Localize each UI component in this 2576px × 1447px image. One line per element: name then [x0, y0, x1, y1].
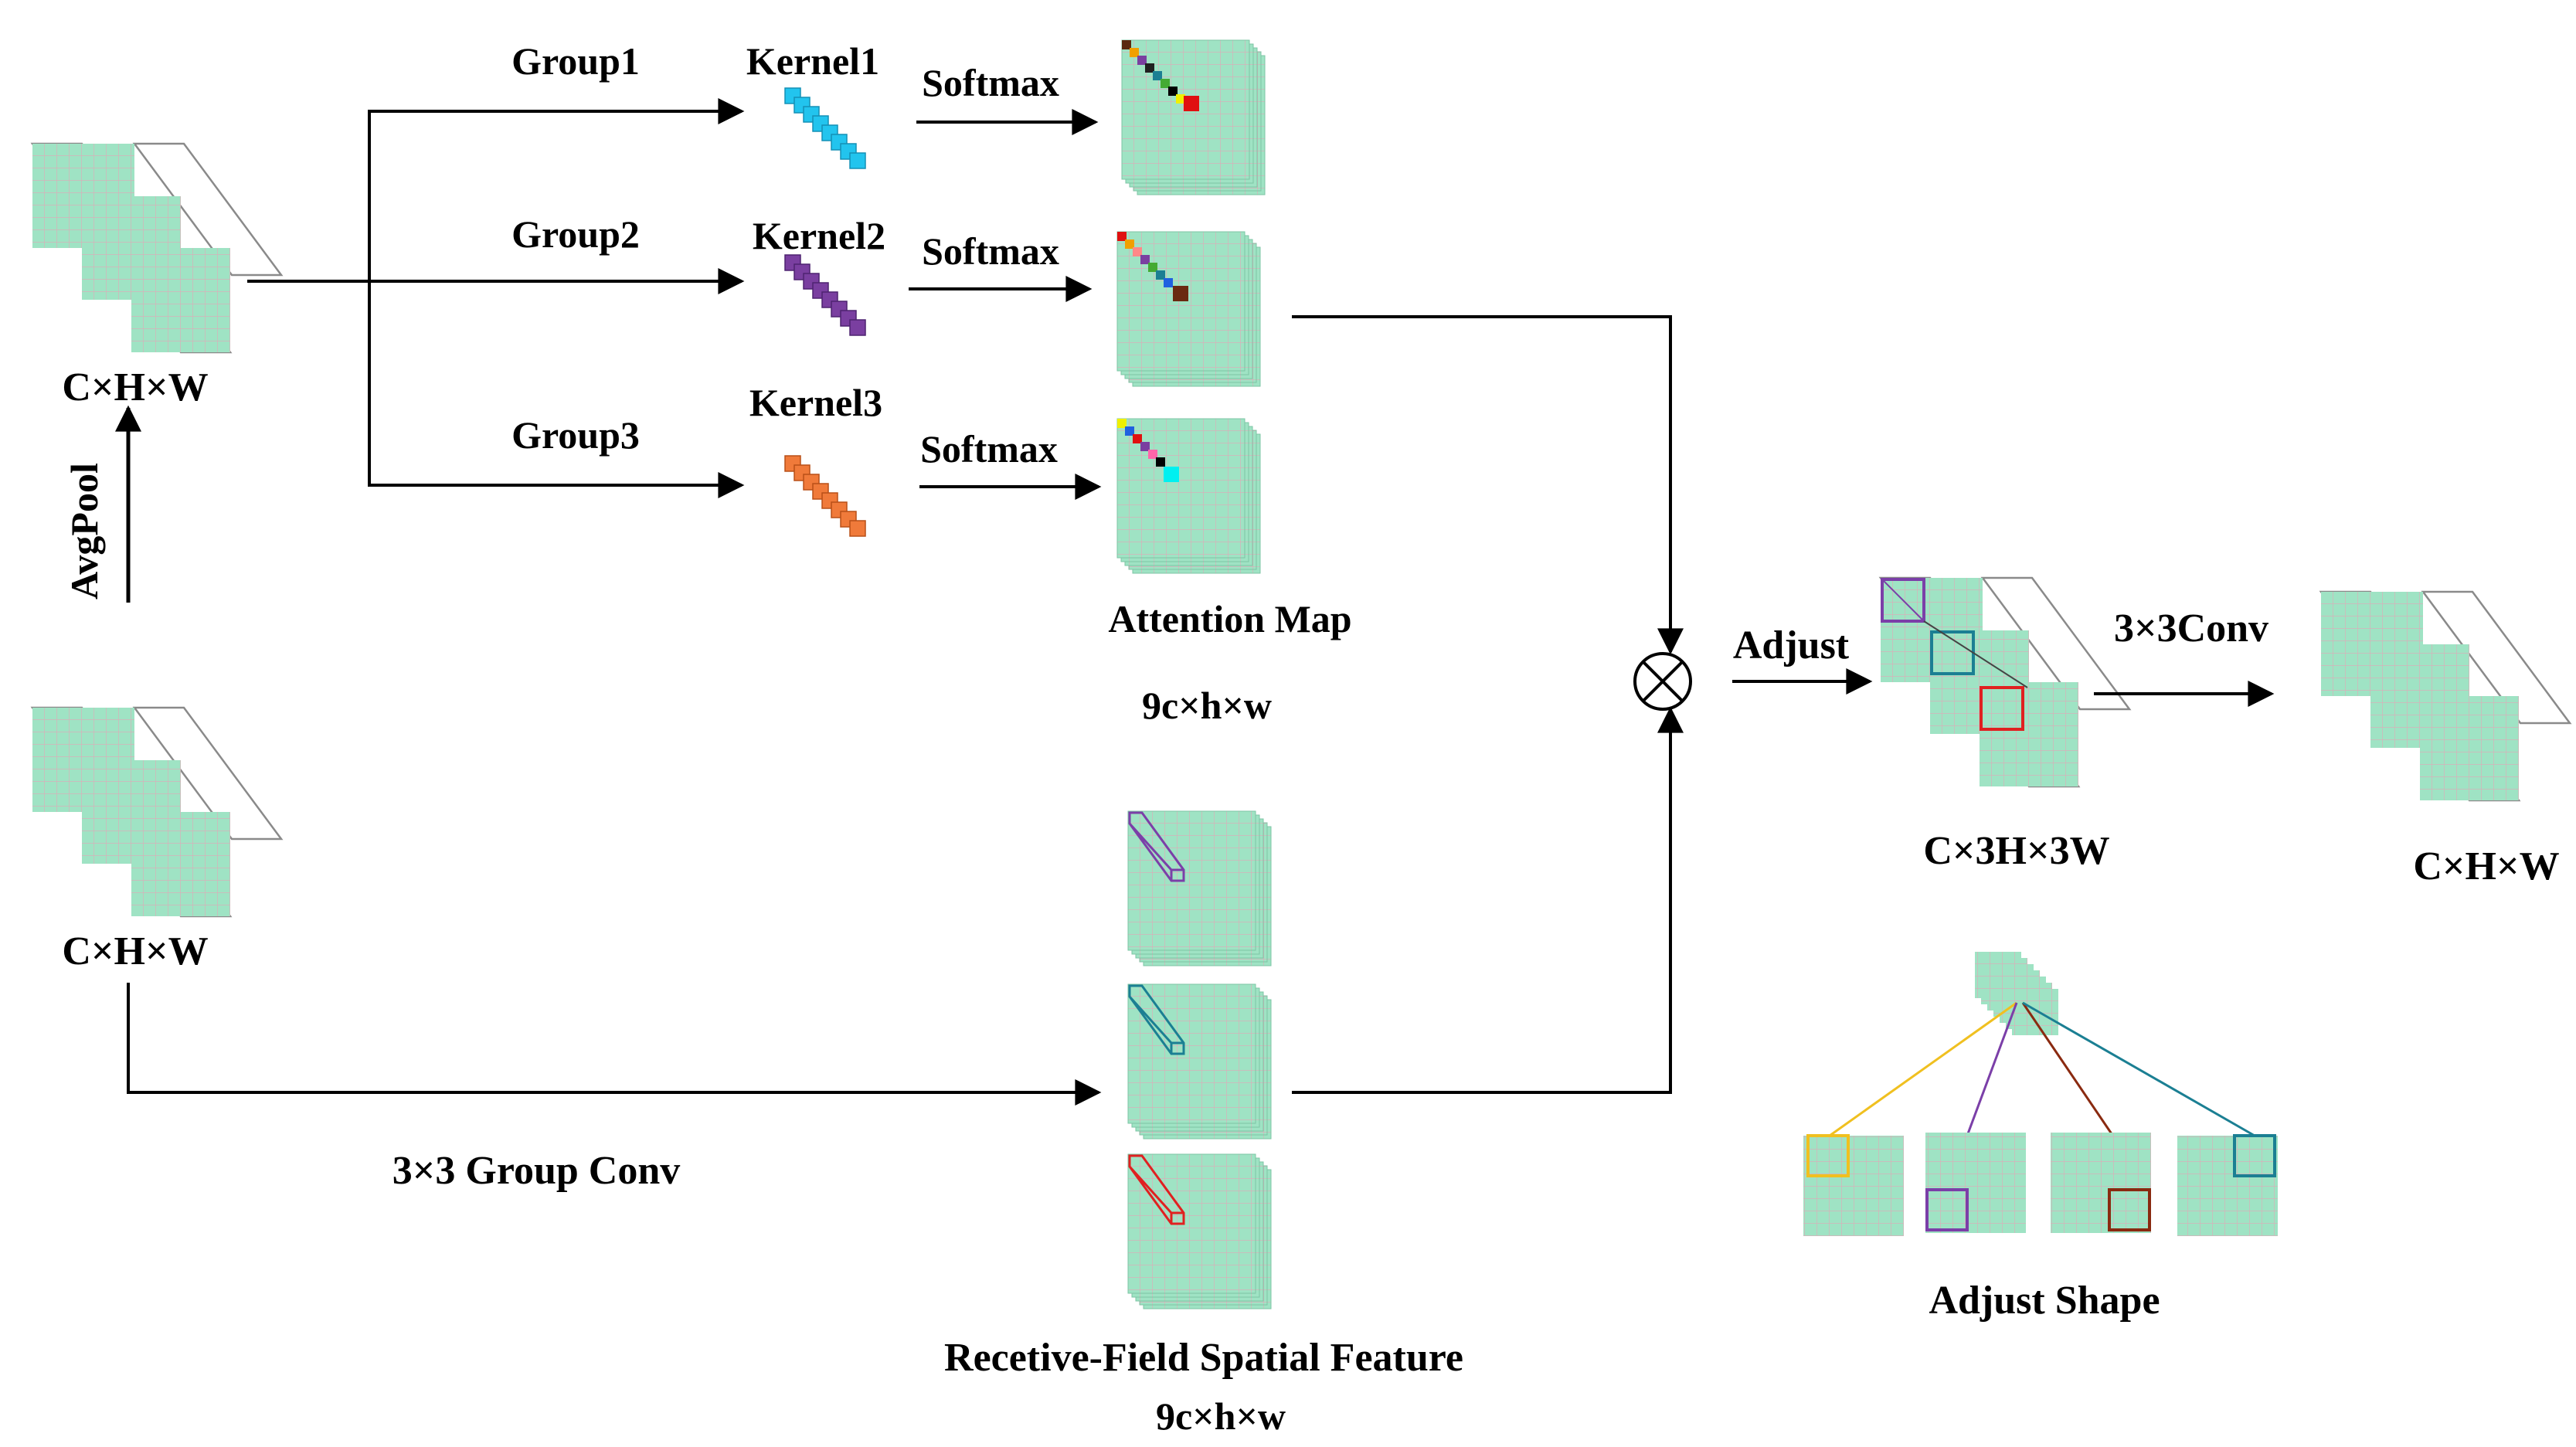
rf-feature-1	[1127, 810, 1272, 966]
softmax2-label: Softmax	[922, 229, 1059, 273]
attention-to-multiply	[1292, 315, 1684, 655]
adjust-shape-illustration	[1803, 952, 2278, 1236]
group2-label: Group2	[511, 212, 640, 256]
group-conv-arrow	[127, 983, 1102, 1106]
attention-map-3	[1116, 418, 1261, 574]
softmax3-label: Softmax	[920, 427, 1058, 470]
kernel3-icon	[784, 455, 866, 537]
attention-map-1	[1121, 39, 1266, 195]
avgpool-label: AvgPool	[63, 463, 106, 600]
rf-feature-3	[1127, 1153, 1272, 1309]
rf-feature-label: Recetive-Field Spatial Feature	[944, 1336, 1463, 1380]
kernel2-label: Kernel2	[753, 214, 885, 257]
attention-map-dims: 9c×h×w	[1142, 684, 1272, 727]
multiply-icon	[1633, 652, 1692, 711]
softmax-arrows	[909, 109, 1102, 500]
attention-map-label: Attention Map	[1108, 597, 1351, 640]
group1-label: Group1	[511, 39, 640, 83]
branch-lines	[247, 98, 745, 498]
kernel2-icon	[784, 254, 866, 336]
input-top-dims: C×H×W	[62, 365, 208, 409]
group3-label: Group3	[511, 413, 640, 457]
adjust-shape-label: Adjust Shape	[1929, 1279, 2160, 1323]
feature-to-multiply	[1292, 706, 1684, 1094]
input-tensor-top	[31, 142, 283, 354]
adjusted-tensor	[1879, 576, 2131, 788]
output-tensor	[2319, 590, 2571, 802]
kernel1-label: Kernel1	[746, 39, 879, 83]
softmax1-label: Softmax	[922, 61, 1059, 104]
group-conv-label: 3×3 Group Conv	[393, 1149, 681, 1193]
kernel1-icon	[784, 87, 866, 169]
attention-map-2	[1116, 231, 1261, 387]
conv3x3-label: 3×3Conv	[2114, 606, 2268, 650]
output-dims: C×H×W	[2413, 844, 2559, 888]
rf-feature-2	[1127, 983, 1272, 1140]
rf-feature-dims: 9c×h×w	[1156, 1394, 1286, 1438]
input-tensor-bottom	[31, 706, 283, 918]
adjust-label: Adjust	[1733, 623, 1850, 667]
adjusted-dims: C×3H×3W	[1923, 829, 2109, 873]
kernel3-label: Kernel3	[749, 381, 882, 424]
input-bottom-dims: C×H×W	[62, 929, 208, 973]
